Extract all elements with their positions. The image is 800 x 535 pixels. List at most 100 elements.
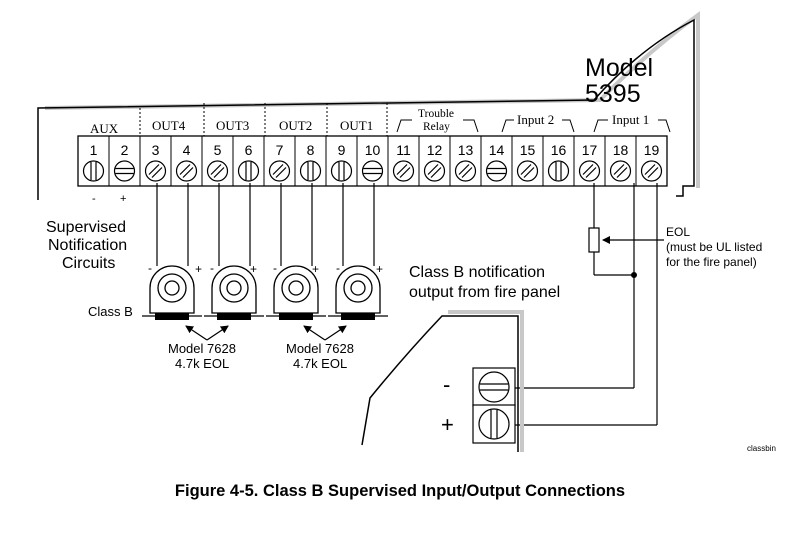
terminal-screw-icon: [82, 160, 105, 182]
output-wires: [156, 183, 375, 266]
model-7628-label-b-2: 4.7k EOL: [293, 356, 347, 371]
group-label-trouble-1: Trouble: [418, 108, 454, 120]
terminal-number: 1: [90, 142, 98, 158]
supervised-label-1: Supervised: [46, 219, 126, 236]
fire-panel-shadow: [448, 310, 524, 452]
notification-device: [204, 265, 264, 320]
terminal-number: 18: [613, 142, 629, 158]
notification-devices: [142, 265, 388, 320]
fire-panel-plus-label: +: [441, 412, 454, 437]
figure-caption: Figure 4-5. Class B Supervised Input/Out…: [174, 482, 626, 500]
fire-panel-terminal-plus: [472, 404, 516, 444]
terminal-screw-icon: [609, 160, 632, 182]
eol-label-2: (must be UL listed: [666, 240, 762, 254]
class-b-label: Class B: [88, 304, 133, 319]
device-2-plus: +: [250, 262, 257, 276]
model-7628-label-a-1: Model 7628: [168, 341, 236, 356]
terminal-screw-icon: [423, 160, 446, 182]
device-3-plus: +: [312, 262, 319, 276]
eol-label-1: EOL: [666, 225, 690, 239]
device-2-minus: -: [210, 261, 214, 275]
eol-resistor-bar: [217, 313, 251, 320]
panel-shadow: [44, 11, 700, 188]
terminal-screw-icon: [454, 160, 477, 182]
panel-outline: [37, 18, 695, 200]
supervised-label-3: Circuits: [62, 255, 115, 272]
terminal-number: 7: [276, 142, 284, 158]
terminal-number: 15: [520, 142, 536, 158]
terminal-screw-icon: [361, 160, 384, 182]
terminal-number: 3: [152, 142, 160, 158]
terminal-screw-icon: [516, 160, 539, 182]
fire-panel-outline: [361, 315, 519, 452]
device-1-plus: +: [195, 262, 202, 276]
group-dividers: [139, 103, 388, 136]
notification-output-label-2: output from fire panel: [409, 284, 560, 301]
model-label-line1: Model: [585, 54, 653, 82]
device-3-minus: -: [273, 261, 277, 275]
aux-plus-label: +: [120, 193, 126, 205]
group-brackets: [396, 119, 671, 133]
eol-resistor-bar: [341, 313, 375, 320]
terminal-screw-icon: [237, 160, 260, 182]
device-1-minus: -: [148, 261, 152, 275]
device-polarity-marks: - + - + - + - +: [148, 261, 383, 276]
eol-label-3: for the fire panel): [666, 255, 757, 269]
group-label-out1: OUT1: [340, 118, 373, 133]
eol-resistor: [588, 227, 600, 253]
terminal-screw-icon: [206, 160, 229, 182]
fire-panel-terminal-minus: [472, 367, 516, 407]
terminal-number: 11: [396, 142, 411, 158]
terminal-screw-icon: [330, 160, 353, 182]
notification-device: [328, 265, 388, 320]
group-label-out2: OUT2: [279, 118, 312, 133]
device-4-minus: -: [336, 261, 340, 275]
fire-panel-minus-label: -: [443, 372, 450, 397]
terminal-number: 14: [489, 142, 505, 158]
eol-resistor-bar: [279, 313, 313, 320]
model-7628-label-a-2: 4.7k EOL: [175, 356, 229, 371]
terminal-number: 6: [245, 142, 253, 158]
terminal-screw-icon: [392, 160, 415, 182]
terminal-screw-icon: [299, 160, 322, 182]
terminal-screw-icon: [144, 160, 167, 182]
terminal-screw-icon: [578, 160, 601, 182]
terminal-screw-icon: [547, 160, 570, 182]
terminal-number: 17: [582, 142, 598, 158]
notification-output-label-1: Class B notification: [409, 264, 545, 281]
terminal-number: 2: [121, 142, 129, 158]
eol-callout-arrows: [185, 325, 347, 341]
notification-device: [142, 265, 202, 320]
terminal-screw-icon: [268, 160, 291, 182]
terminal-number: 9: [338, 142, 346, 158]
group-label-input2: Input 2: [517, 112, 554, 127]
terminal-number: 4: [183, 142, 191, 158]
device-4-plus: +: [376, 262, 383, 276]
group-label-out3: OUT3: [216, 118, 249, 133]
supervised-label-2: Notification: [48, 237, 127, 254]
terminal-screw-icon: [175, 160, 198, 182]
terminal-number: 12: [427, 142, 443, 158]
group-label-input1: Input 1: [612, 112, 649, 127]
terminal-number: 10: [365, 142, 381, 158]
terminal-screw-icon: [640, 160, 663, 182]
model-7628-label-b-1: Model 7628: [286, 341, 354, 356]
terminal-number: 16: [551, 142, 567, 158]
reference-tag: classbin: [747, 444, 776, 453]
terminal-number: 19: [644, 142, 660, 158]
model-label-line2: 5395: [585, 80, 641, 108]
terminal-screw-icon: [113, 160, 136, 182]
notification-device: [266, 265, 326, 320]
terminal-number: 5: [214, 142, 222, 158]
terminal-screw-icon: [485, 160, 508, 182]
eol-resistor-bar: [155, 313, 189, 320]
junction-dot: [631, 272, 637, 278]
terminal-number: 8: [307, 142, 315, 158]
group-label-trouble-2: Relay: [423, 121, 450, 133]
input1-wiring: [515, 183, 658, 426]
terminal-number: 13: [458, 142, 474, 158]
aux-minus-label: -: [92, 193, 96, 205]
group-label-aux: AUX: [90, 121, 119, 136]
